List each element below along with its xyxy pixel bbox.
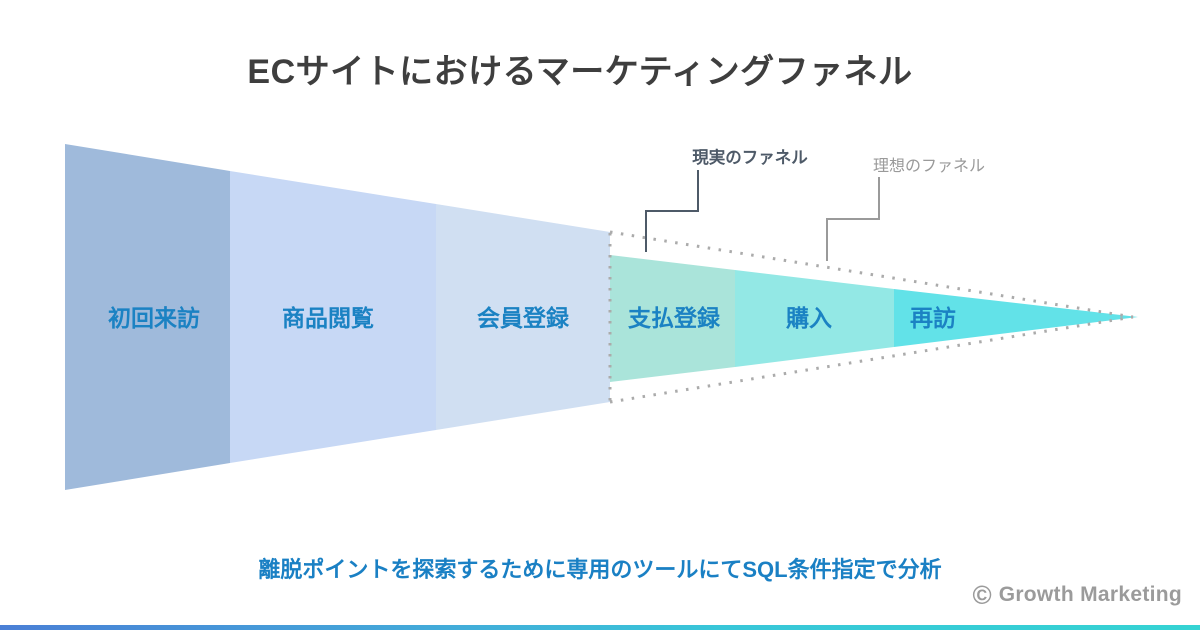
copyright-icon: ©: [972, 580, 992, 610]
stage-label-purchase: 購入: [786, 305, 832, 331]
funnel-stage-shape-purchase: [735, 270, 894, 367]
stage-label-signup: 会員登録: [477, 305, 570, 331]
ideal-funnel-dotted-bottom-line: [609, 315, 1134, 404]
caption-text: 離脱ポイントを探索するために専用のツールにてSQL条件指定で分析: [258, 557, 942, 582]
brand-logo: © Growth Marketing: [972, 580, 1182, 610]
funnel-stage-shape-product-view: [230, 171, 436, 463]
page-title: ECサイトにおけるマーケティングファネル: [247, 53, 913, 91]
ideal-funnel-label: 理想のファネル: [873, 157, 985, 175]
actual-funnel-label: 現実のファネル: [692, 147, 808, 167]
ideal-funnel-connector-line: [826, 177, 880, 261]
stage-label-payment: 支払登録: [627, 305, 721, 331]
stage-label-product-view: 商品閲覧: [282, 305, 374, 331]
funnel-stage-shape-revisit: [894, 289, 1138, 347]
funnel-stage-shape-first-visit: [65, 144, 230, 490]
funnel-stage-shape-signup: [436, 204, 610, 430]
funnel-stage-shape-payment: [610, 255, 735, 382]
stage-label-first-visit: 初回来訪: [108, 305, 200, 331]
actual-funnel-connector-line: [645, 170, 699, 252]
footer-accent-bar: [0, 625, 1200, 630]
brand-name: Growth Marketing: [998, 583, 1182, 606]
stage-label-revisit: 再訪: [910, 305, 956, 331]
ideal-funnel-dotted-top-line: [609, 230, 1134, 319]
